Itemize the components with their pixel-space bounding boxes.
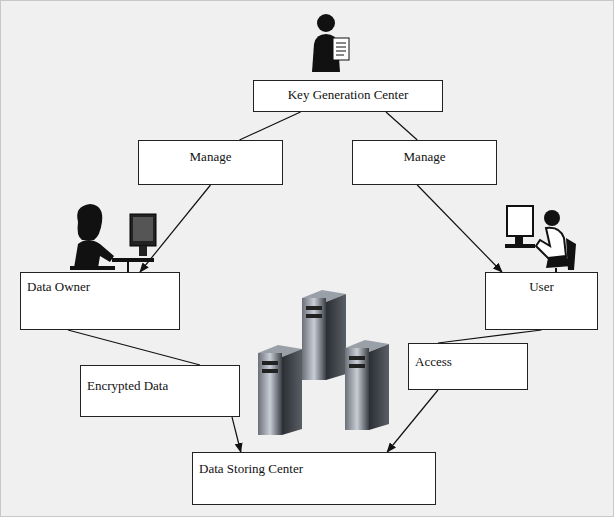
connector-line	[232, 417, 241, 452]
user-box: User	[485, 272, 598, 330]
data-owner-figure	[70, 204, 156, 272]
box-label: Data Storing Center	[199, 461, 407, 477]
box-label: Manage	[359, 149, 490, 165]
box-label: Manage	[145, 149, 276, 165]
data-box: Encrypted Data	[80, 365, 240, 417]
box-label: Encrypted Data	[87, 378, 211, 394]
manage-box: Manage	[352, 140, 497, 185]
center-box: Key Generation Center	[253, 80, 443, 112]
connector-line	[387, 390, 438, 452]
box-label: Data Owner	[27, 279, 173, 295]
connector-line	[438, 330, 542, 343]
access-box: Access	[408, 343, 528, 390]
person-icon	[312, 14, 349, 72]
box-label: Access	[415, 354, 497, 370]
box-label: User	[492, 279, 591, 295]
server-cluster	[258, 290, 389, 435]
owner-box: Data Owner	[20, 272, 180, 330]
connector-line	[240, 112, 301, 140]
connector-line	[386, 112, 417, 140]
box-label: Key Generation Center	[260, 87, 436, 103]
manage-box: Manage	[138, 140, 283, 185]
storage-box: Data Storing Center	[192, 452, 436, 505]
user-figure	[505, 206, 576, 272]
connector-line	[417, 185, 502, 272]
connector-line	[140, 185, 211, 272]
connector-line	[68, 330, 200, 365]
